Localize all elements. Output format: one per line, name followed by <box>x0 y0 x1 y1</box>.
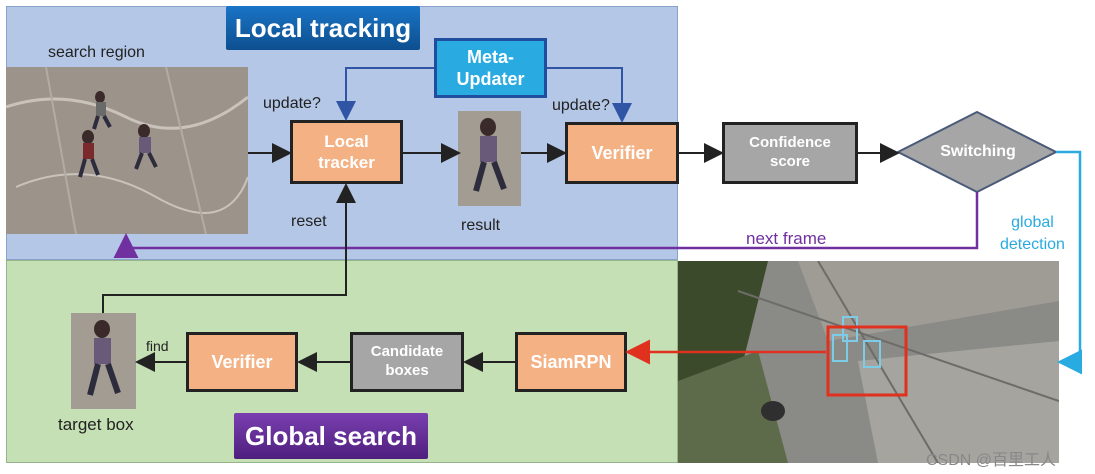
target-box-image <box>71 313 136 409</box>
global-search-title: Global search <box>234 413 428 459</box>
result-label: result <box>461 217 501 234</box>
search-region-image <box>6 67 248 234</box>
result-scene <box>458 111 521 206</box>
arrow-meta-to-tracker <box>336 67 434 121</box>
arrow-next-frame <box>113 192 979 258</box>
find-label: find <box>146 338 169 354</box>
search-region-label: search region <box>48 44 145 61</box>
person-figure <box>92 91 112 130</box>
watermark: CSDN @百里工人 <box>926 452 1057 469</box>
global-detection-image <box>678 261 1059 463</box>
detection-region <box>826 325 908 397</box>
candidate-boxes-box: Candidate boxes <box>350 332 464 392</box>
arrow-global-detection <box>1056 150 1082 375</box>
meta-updater-box: Meta- Updater <box>434 38 547 98</box>
verifier-top-box: Verifier <box>565 122 679 184</box>
target-box-scene <box>71 313 136 409</box>
global-detection-label: global detection <box>1000 214 1065 254</box>
arrow-meta-to-verifier <box>547 67 632 123</box>
detection-candidate <box>842 316 858 342</box>
result-image <box>458 111 521 206</box>
next-frame-label: next frame <box>746 229 827 248</box>
update-right-label: update? <box>552 97 610 114</box>
person-figure <box>134 124 158 170</box>
global-detection-scene <box>678 261 1059 463</box>
local-tracking-title: Local tracking <box>226 6 420 50</box>
person-figure <box>78 130 100 178</box>
switching-label: Switching <box>940 143 1016 160</box>
detection-candidate <box>832 334 848 362</box>
local-tracker-box: Local tracker <box>290 120 403 184</box>
verifier-bottom-box: Verifier <box>186 332 298 392</box>
target-box-label: target box <box>58 415 134 434</box>
detection-candidate <box>863 340 881 368</box>
arrow-reset <box>102 183 356 313</box>
siamrpn-box: SiamRPN <box>515 332 627 392</box>
update-left-label: update? <box>263 95 321 112</box>
search-region-scene <box>6 67 248 234</box>
reset-label: reset <box>291 213 327 230</box>
